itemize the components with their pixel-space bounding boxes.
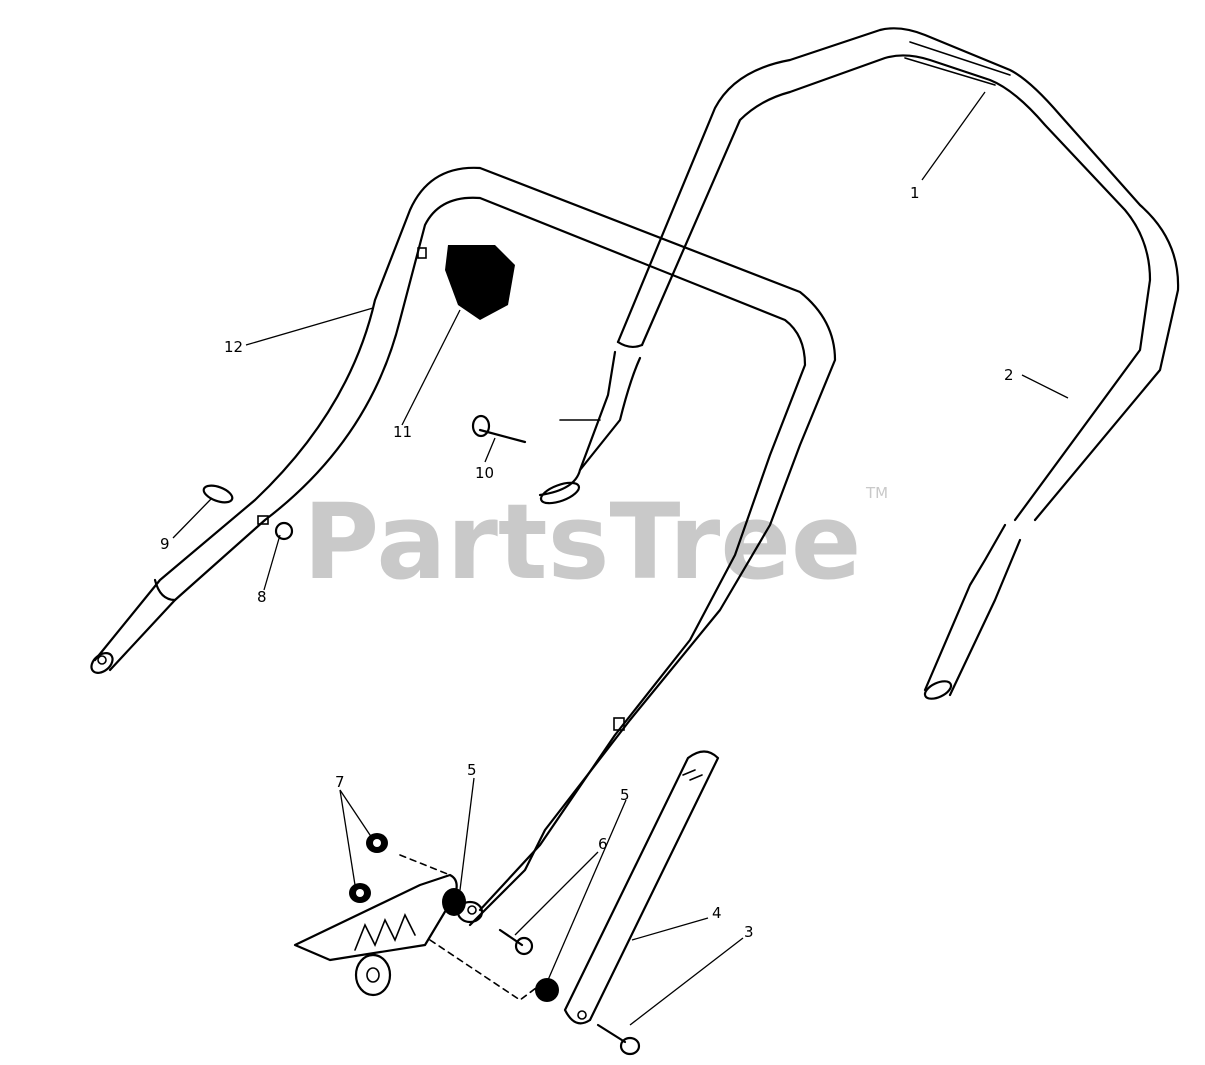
leader-lines (172, 91, 1069, 1026)
lower-handle-part-2 (538, 350, 1022, 700)
callout-5-right: 5 (620, 786, 630, 804)
callout-10: 10 (475, 464, 494, 482)
spacer-part-5a (442, 888, 466, 916)
callout-6: 6 (598, 835, 608, 853)
callout-9: 9 (160, 535, 170, 553)
bracket-part-4 (563, 750, 720, 1025)
callout-8: 8 (257, 588, 267, 606)
callout-2: 2 (1004, 366, 1014, 384)
knob-part-11 (445, 245, 515, 320)
callouts: 1 2 3 4 5 5 6 7 8 9 10 11 12 (160, 184, 1014, 941)
callout-5-left: 5 (467, 761, 477, 779)
callout-3: 3 (744, 923, 754, 941)
callout-11: 11 (393, 423, 412, 441)
upper-handle-part-1 (616, 27, 1180, 522)
callout-12: 12 (224, 338, 243, 356)
callout-1: 1 (910, 184, 920, 202)
watermark: PartsTree TM (303, 481, 888, 603)
bolt-part-3 (596, 1023, 641, 1056)
callout-7: 7 (335, 773, 345, 791)
bolt-part-6 (498, 928, 534, 956)
mower-deck-fragment (293, 854, 541, 1001)
hardware (202, 245, 641, 1056)
spacer-part-5b (535, 978, 559, 1002)
nut-part-8 (274, 521, 294, 541)
bolt-part-10 (471, 414, 527, 444)
watermark-trademark: TM (865, 484, 888, 502)
callout-4: 4 (712, 904, 722, 922)
watermark-brand: PartsTree (303, 481, 861, 603)
pin-part-9 (202, 484, 234, 504)
